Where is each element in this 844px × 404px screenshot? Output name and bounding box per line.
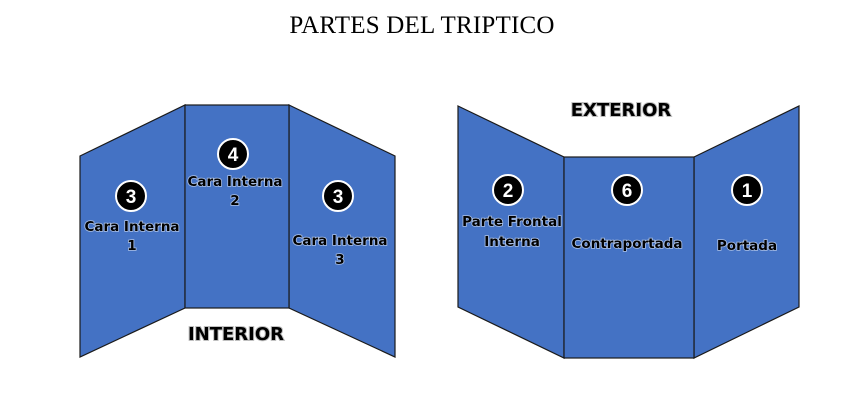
interior-left-badge: 3 <box>115 180 147 212</box>
svg-text:3: 3 <box>333 187 344 208</box>
interior-right-label: Cara Interna <box>292 233 387 249</box>
exterior-center-badge: 6 <box>611 174 643 206</box>
exterior-left-label: Parte Frontal <box>462 214 562 230</box>
interior-right-label-num: 3 <box>335 252 344 268</box>
diagram-title: PARTES DEL TRIPTICO <box>289 12 555 39</box>
exterior-right-label: Portada <box>717 238 777 254</box>
exterior-right-badge: 1 <box>731 174 763 206</box>
interior-center-label: Cara Interna <box>187 174 282 190</box>
svg-text:1: 1 <box>742 181 753 202</box>
exterior-left-label-line2: Interna <box>484 234 540 250</box>
exterior-left-badge: 2 <box>492 174 524 206</box>
interior-section-label: INTERIOR <box>188 324 284 345</box>
interior-right-badge: 3 <box>322 180 354 212</box>
exterior-center-label: Contraportada <box>572 236 683 252</box>
exterior-right-panel <box>693 105 800 359</box>
svg-text:4: 4 <box>228 145 239 166</box>
exterior-section-label: EXTERIOR <box>571 100 672 121</box>
exterior-left-panel <box>457 105 565 359</box>
interior-left-label-num: 1 <box>127 238 136 254</box>
interior-center-label-num: 2 <box>230 193 239 209</box>
exterior-triptych: EXTERIOR 2 Parte Frontal Interna 6 Contr… <box>457 99 800 359</box>
svg-text:3: 3 <box>126 187 137 208</box>
svg-text:6: 6 <box>622 181 633 202</box>
interior-left-label: Cara Interna <box>84 219 179 235</box>
interior-triptych: 3 Cara Interna 1 4 Cara Interna 2 3 Cara… <box>79 104 396 358</box>
interior-right-panel <box>288 104 396 358</box>
interior-center-badge: 4 <box>217 138 249 170</box>
svg-text:2: 2 <box>503 181 514 202</box>
